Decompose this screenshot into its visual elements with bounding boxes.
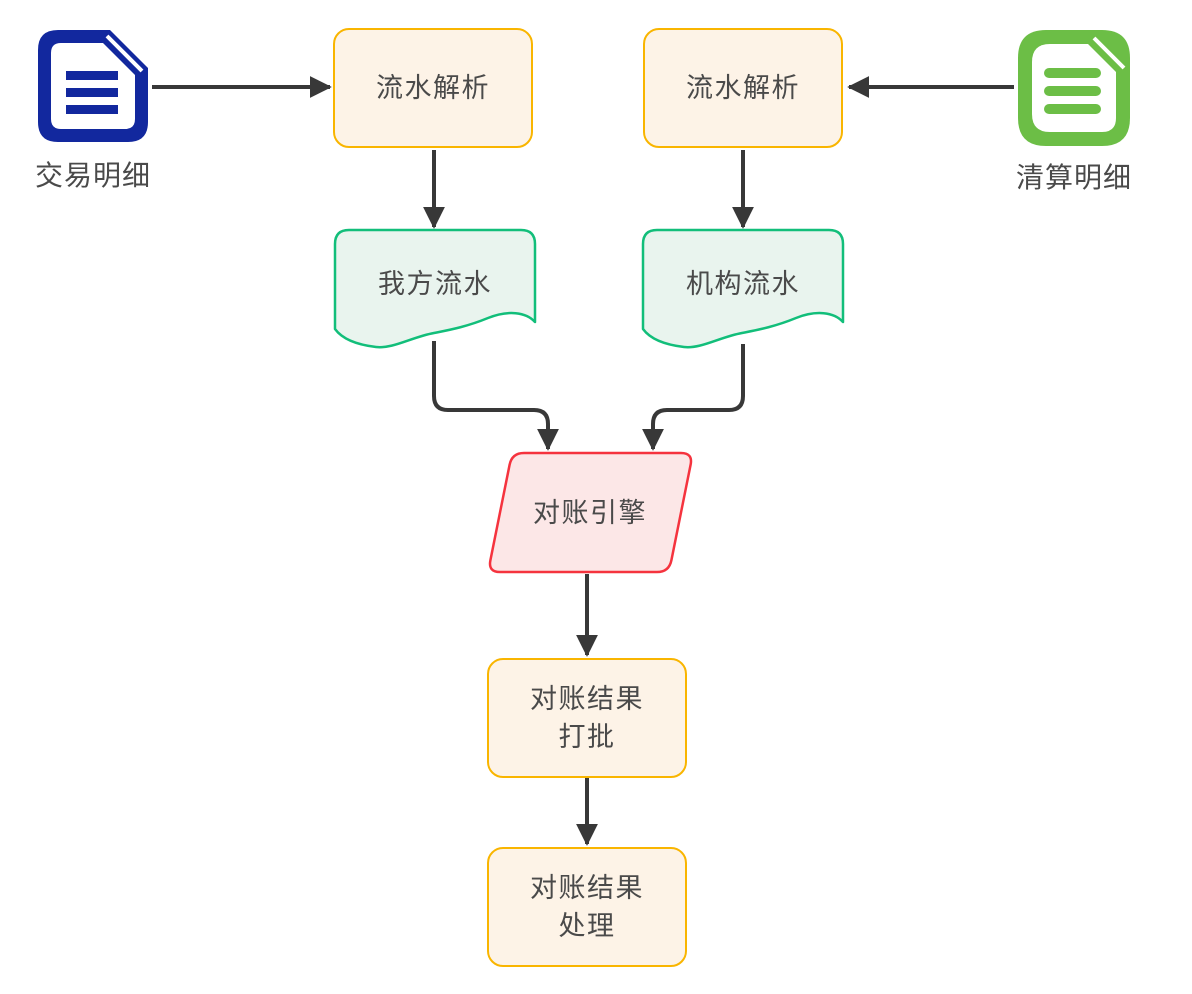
- doc-icon-text-line: [1044, 68, 1101, 78]
- connector-institution-flow-to-engine: [642, 344, 745, 451]
- node-recon-result-batch[interactable]: 对账结果 打批: [487, 658, 687, 778]
- parallelogram-recon-engine[interactable]: [488, 451, 693, 574]
- node-flow-parse-left[interactable]: 流水解析: [333, 28, 533, 148]
- doc-icon-text-line: [66, 88, 118, 97]
- connectors: [152, 76, 1014, 846]
- doc-icon-text-line: [66, 105, 118, 114]
- doc-icon-fold-line: [105, 34, 144, 73]
- node-label-line: 对账结果: [530, 684, 644, 714]
- node-flow-parse-right[interactable]: 流水解析: [643, 28, 843, 148]
- node-label: 流水解析: [686, 73, 800, 103]
- transaction-document-icon: [38, 30, 148, 142]
- doc-icon-text-line: [1044, 104, 1101, 114]
- connector-our-flow-to-engine: [432, 341, 559, 451]
- node-label-line: 打批: [558, 722, 616, 752]
- node-label-line: 处理: [558, 911, 616, 941]
- node-recon-result-process[interactable]: 对账结果 处理: [487, 847, 687, 967]
- node-label-line: 对账结果: [530, 873, 644, 903]
- caption-clearing-detail: 清算明细: [1015, 162, 1132, 193]
- doc-shape-our-flow[interactable]: [333, 228, 537, 349]
- clearing-document-icon: [1018, 30, 1130, 146]
- doc-icon-text-line: [66, 71, 118, 80]
- doc-icon-text-line: [1044, 86, 1101, 96]
- caption-transaction-detail: 交易明细: [34, 160, 151, 191]
- doc-shape-institution-flow[interactable]: [641, 228, 845, 349]
- doc-icon-fold-line: [1092, 36, 1126, 70]
- node-label: 流水解析: [376, 73, 490, 103]
